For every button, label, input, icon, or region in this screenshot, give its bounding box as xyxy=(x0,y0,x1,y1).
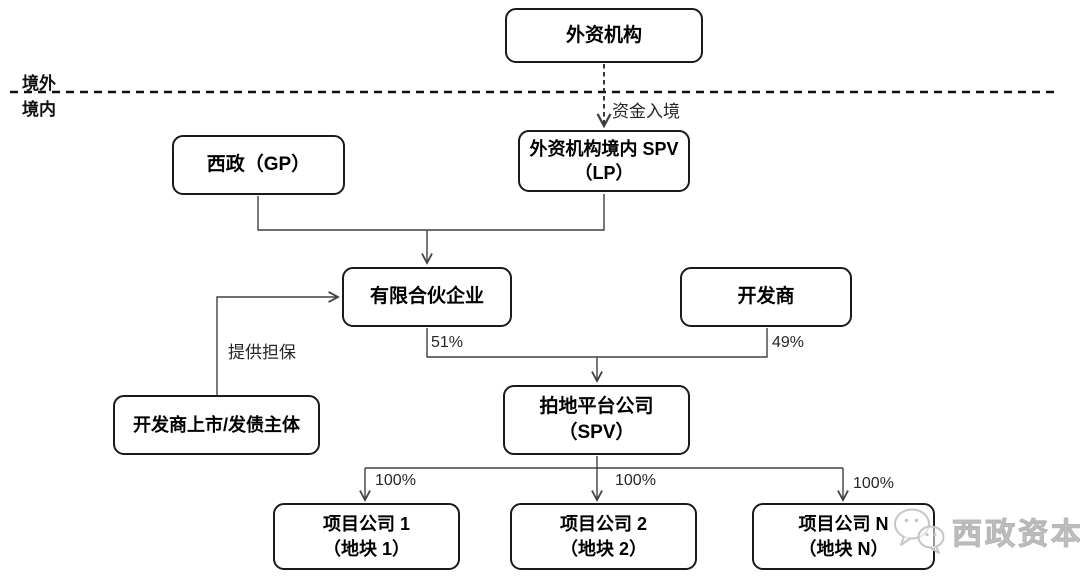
region-label-offshore: 境外 xyxy=(22,74,56,93)
node-land-platform-spv: 拍地平台公司 （SPV） xyxy=(503,385,690,455)
edge-label-guarantee: 提供担保 xyxy=(228,343,296,362)
node-label: （LP） xyxy=(574,163,634,183)
node-label: 项目公司 1 xyxy=(322,514,410,535)
node-project-company-2: 项目公司 2 （地块 2） xyxy=(510,503,697,570)
edge-label-capital-entry: 资金入境 xyxy=(612,102,680,121)
region-label-onshore: 境内 xyxy=(22,100,56,119)
node-developer: 开发商 xyxy=(680,267,852,327)
node-label: 有限合伙企业 xyxy=(369,286,484,308)
edge-gp-lp-join xyxy=(257,194,605,231)
node-label: 外资机构境内 SPV xyxy=(529,138,679,159)
edge-fan-stem xyxy=(365,456,843,469)
node-label: 项目公司 N xyxy=(798,514,889,535)
node-label: 项目公司 2 xyxy=(559,514,647,535)
edge-label-100-percent-1: 100% xyxy=(375,472,416,489)
wechat-icon xyxy=(894,508,945,554)
edge-label-100-percent-n: 100% xyxy=(853,475,894,492)
node-label: （地块 2） xyxy=(559,538,647,559)
edge-label-49-percent: 49% xyxy=(772,334,805,351)
brand-watermark-text: 西政资本 xyxy=(952,518,1080,552)
edge-label-100-percent-2: 100% xyxy=(615,472,656,489)
node-label: 拍地平台公司 xyxy=(539,396,654,418)
edge-51-49-join xyxy=(426,328,768,358)
node-domestic-spv-lp: 外资机构境内 SPV （LP） xyxy=(518,130,690,192)
node-label: （地块 N） xyxy=(798,538,889,559)
node-label: （地块 1） xyxy=(322,538,410,559)
node-label: 开发商 xyxy=(737,286,795,308)
node-xizheng-gp: 西政（GP） xyxy=(172,135,345,195)
node-label: （SPV） xyxy=(558,422,635,443)
brand-watermark: 西政资本 xyxy=(890,504,1080,558)
node-label: 西政（GP） xyxy=(206,154,311,176)
node-limited-partnership: 有限合伙企业 xyxy=(342,267,512,327)
node-project-company-1: 项目公司 1 （地块 1） xyxy=(273,503,460,570)
node-developer-listed-entity: 开发商上市/发债主体 xyxy=(113,395,320,455)
edge-guarantee xyxy=(216,291,340,395)
node-label: 外资机构 xyxy=(565,24,642,46)
edge-label-51-percent: 51% xyxy=(431,334,464,351)
node-foreign-institution: 外资机构 xyxy=(505,8,703,63)
node-label: 开发商上市/发债主体 xyxy=(132,414,300,435)
